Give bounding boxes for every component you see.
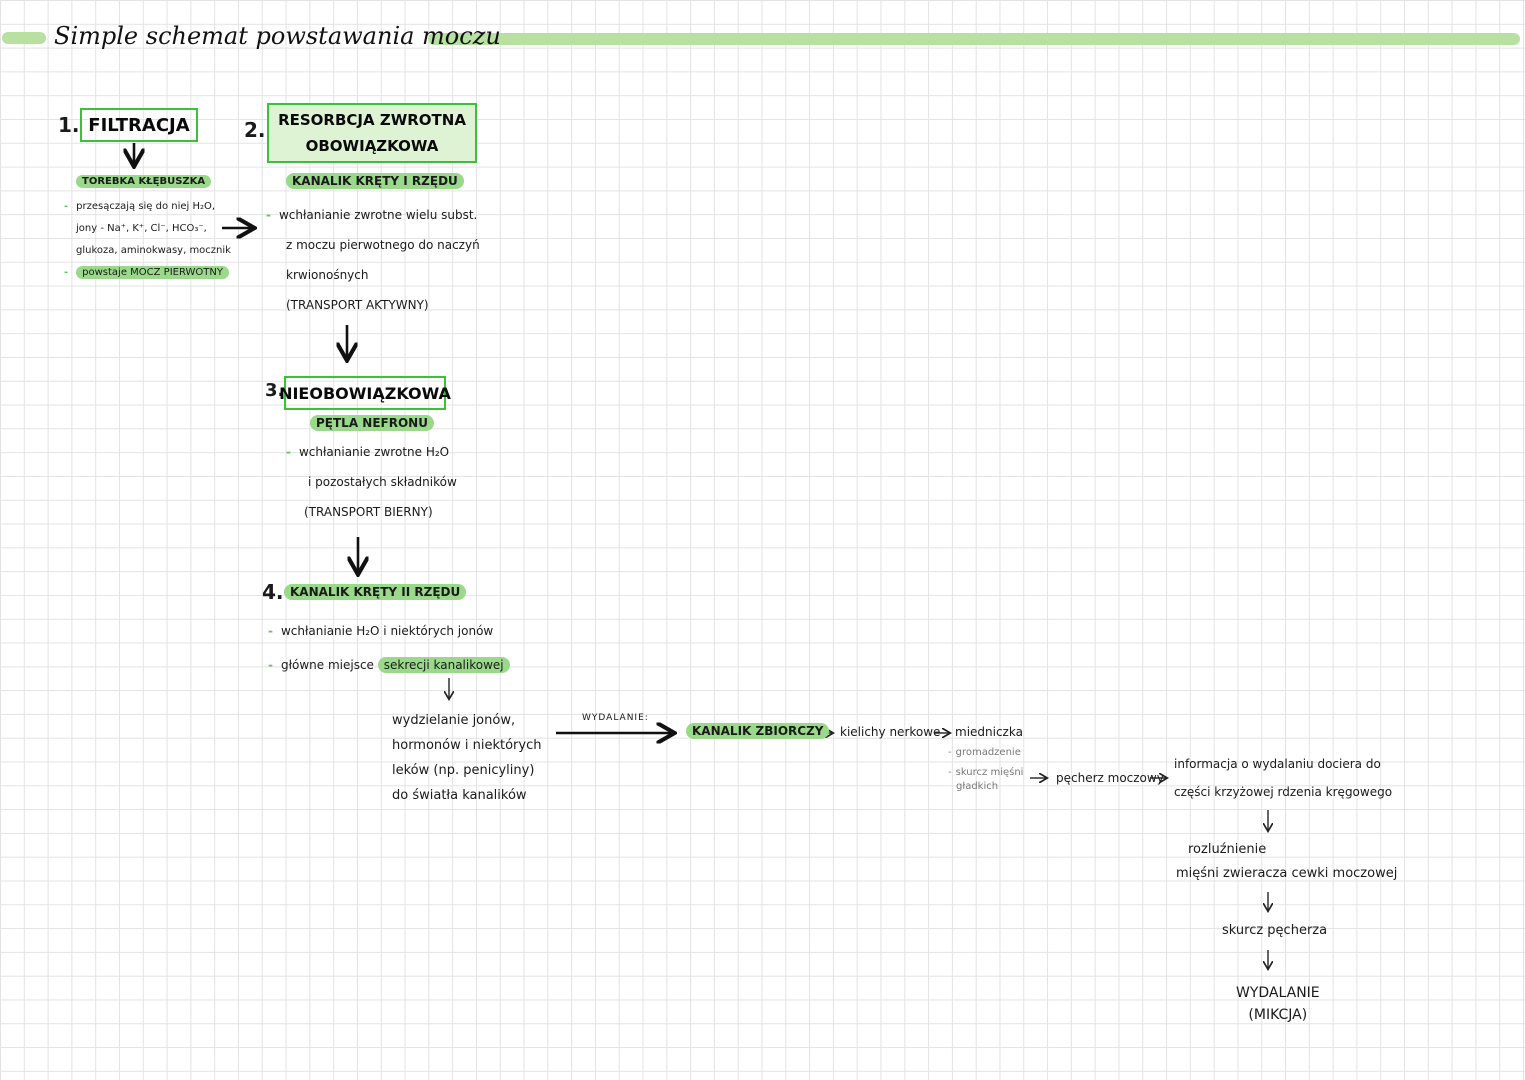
collecting-duct: KANALIK ZBIORCZY bbox=[686, 723, 830, 739]
step2-label-box: RESORBCJA ZWROTNA OBOWIĄZKOWA bbox=[267, 103, 477, 163]
step1-location: TOREBKA KŁĘBUSZKA bbox=[76, 175, 212, 188]
page-title: Simple schemat powstawania moczu bbox=[54, 22, 501, 50]
calyces: kielichy nerkowe bbox=[840, 725, 941, 739]
step1-label: FILTRACJA bbox=[88, 114, 190, 136]
step3-content: -wchłanianie zwrotne H₂O i pozostałych s… bbox=[286, 437, 457, 527]
step4-bullet-2: -główne miejsce sekrecji kanalikowej bbox=[268, 648, 510, 682]
step1-number: 1. bbox=[58, 113, 80, 137]
step3-label-box: NIEOBOWIĄZKOWA bbox=[279, 376, 451, 410]
step1-label-box: FILTRACJA bbox=[80, 108, 198, 142]
pelvis-note-1: -gromadzenie bbox=[948, 747, 1021, 758]
step4-secretion-highlight: sekrecji kanalikowej bbox=[377, 657, 510, 673]
step3-line-2: i pozostałych składników bbox=[308, 475, 457, 489]
title-bar-right bbox=[428, 33, 1520, 45]
bladder-contraction: skurcz pęcherza bbox=[1222, 923, 1328, 938]
pelvis-note-2: -skurcz mięśni bbox=[948, 767, 1024, 778]
step2-line-4: (TRANSPORT AKTYWNY) bbox=[286, 298, 429, 312]
title-bar-left bbox=[2, 32, 46, 44]
pelvis: miedniczka bbox=[955, 725, 1023, 739]
wydalanie-arrow-label: WYDALANIE: bbox=[582, 713, 649, 723]
secretion-content: wydzielanie jonów, hormonów i niektórych… bbox=[392, 708, 541, 808]
step1-line-3: glukoza, aminokwasy, mocznik bbox=[76, 245, 231, 256]
step3-label: NIEOBOWIĄZKOWA bbox=[279, 383, 451, 403]
step2-content: -wchłanianie zwrotne wielu subst. z mocz… bbox=[266, 200, 480, 320]
step1-line-2: jony - Na⁺, K⁺, Cl⁻, HCO₃⁻, bbox=[76, 223, 207, 234]
step2-label-line2: OBOWIĄZKOWA bbox=[305, 137, 439, 155]
step4-bullet-1: -wchłanianie H₂O i niektórych jonów bbox=[268, 624, 494, 638]
secretion-line-3: leków (np. penicyliny) bbox=[392, 763, 535, 778]
info-line-2: części krzyżowej rdzenia kręgowego bbox=[1174, 785, 1393, 799]
final-line-2: (MIKCJA) bbox=[1248, 1007, 1308, 1023]
relax-block: rozluźnienie mięśni zwieracza cewki mocz… bbox=[1176, 838, 1397, 886]
step3-number: 3. bbox=[265, 380, 285, 401]
info-line-1: informacja o wydalaniu dociera do bbox=[1174, 757, 1381, 771]
secretion-line-2: hormonów i niektórych bbox=[392, 738, 542, 753]
step4-content: -wchłanianie H₂O i niektórych jonów -głó… bbox=[268, 614, 510, 682]
step2-label-line1: RESORBCJA ZWROTNA bbox=[278, 111, 466, 129]
step4-location: KANALIK KRĘTY II RZĘDU bbox=[284, 584, 467, 600]
relax-line-2: mięśni zwieracza cewki moczowej bbox=[1176, 866, 1398, 881]
step1-content: -przesączają się do niej H₂O, jony - Na⁺… bbox=[64, 196, 231, 284]
step1-result: -powstaje MOCZ PIERWOTNY bbox=[64, 262, 231, 284]
step3-location: PĘTLA NEFRONU bbox=[310, 415, 434, 431]
final-line-1: WYDALANIE bbox=[1236, 985, 1320, 1001]
pelvis-notes: -gromadzenie -skurcz mięśni gładkich bbox=[948, 746, 1023, 794]
secretion-line-1: wydzielanie jonów, bbox=[392, 713, 516, 728]
relax-line-1: rozluźnienie bbox=[1188, 842, 1267, 857]
final-block: WYDALANIE (MIKCJA) bbox=[1236, 982, 1320, 1026]
pelvis-note-3: gładkich bbox=[956, 781, 999, 792]
secretion-line-4: do światła kanalików bbox=[392, 788, 527, 803]
step1-line-1: -przesączają się do niej H₂O, bbox=[64, 201, 216, 212]
step2-line-2: z moczu pierwotnego do naczyń bbox=[286, 238, 480, 252]
step2-line-1: -wchłanianie zwrotne wielu subst. bbox=[266, 208, 478, 222]
info-block: informacja o wydalaniu dociera do części… bbox=[1174, 750, 1392, 806]
step2-location: KANALIK KRĘTY I RZĘDU bbox=[286, 173, 464, 189]
step2-number: 2. bbox=[244, 118, 266, 142]
step4-number: 4. bbox=[262, 580, 284, 604]
step3-line-3: (TRANSPORT BIERNY) bbox=[304, 505, 433, 519]
step3-line-1: -wchłanianie zwrotne H₂O bbox=[286, 445, 450, 459]
bladder: pęcherz moczowy bbox=[1056, 771, 1164, 785]
step2-line-3: krwionośnych bbox=[286, 268, 369, 282]
